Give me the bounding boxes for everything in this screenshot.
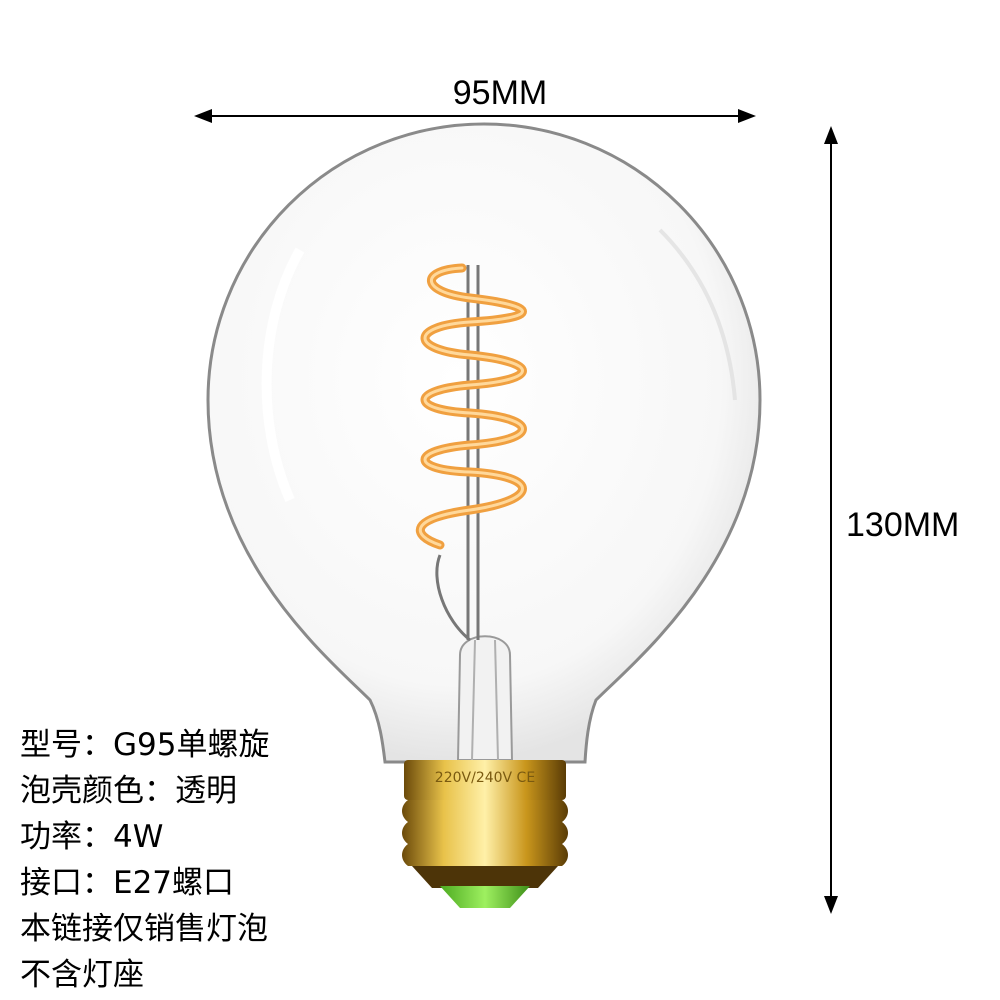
spec-power: 功率：4W <box>20 819 164 855</box>
spec-note-bulb-only: 本链接仅销售灯泡 <box>20 911 268 947</box>
contact-tip <box>440 886 530 908</box>
width-dimension-label: 95MM <box>452 74 548 112</box>
spec-socket: 接口：E27螺口 <box>20 865 235 901</box>
spec-list: 型号：G95单螺旋 泡壳颜色：透明 功率：4W 接口：E27螺口 本链接仅销售灯… <box>20 722 269 998</box>
e27-cap: 220V/240V CE <box>402 760 568 888</box>
height-arrow <box>824 126 838 914</box>
glass-stem <box>456 635 514 761</box>
support-wires <box>435 265 480 642</box>
height-dimension-label: 130MM <box>846 506 960 544</box>
base-marking: 220V/240V CE <box>435 770 535 786</box>
spec-model: 型号：G95单螺旋 <box>20 727 270 763</box>
width-arrow <box>194 109 756 123</box>
spiral-filament <box>416 263 527 550</box>
spec-note-no-holder: 不含灯座 <box>20 957 144 993</box>
spec-glass-color: 泡壳颜色：透明 <box>20 773 237 809</box>
